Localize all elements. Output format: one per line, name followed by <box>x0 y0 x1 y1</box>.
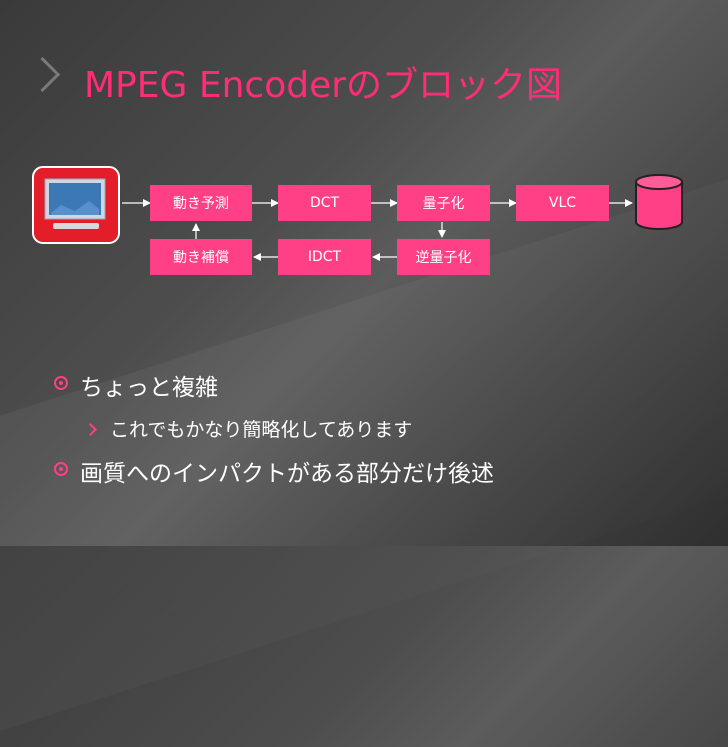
node-motion-estimation: 動き予測 <box>150 185 252 221</box>
slide-title: MPEG Encoderのブロック図 <box>84 65 563 106</box>
node-dct: DCT <box>278 185 371 221</box>
node-motion-compensation: 動き補償 <box>150 239 252 275</box>
bullet-2-text: これでもかなり簡略化してあります <box>110 419 413 441</box>
bullet-icon <box>54 462 68 476</box>
node-vlc: VLC <box>516 185 609 221</box>
node-inverse-quantization: 逆量子化 <box>397 239 490 275</box>
database-icon <box>635 174 683 230</box>
node-idct: IDCT <box>278 239 371 275</box>
node-quantization: 量子化 <box>397 185 490 221</box>
slide: MPEG Encoderのブロック図 動き予測 <box>0 56 728 747</box>
bullet-icon <box>54 376 68 390</box>
flow-arrows <box>143 199 633 261</box>
bullet-3-text: 画質へのインパクトがある部分だけ後述 <box>80 461 494 487</box>
bullet-1-text: ちょっと複雑 <box>80 375 218 401</box>
monitor-icon <box>32 166 120 244</box>
